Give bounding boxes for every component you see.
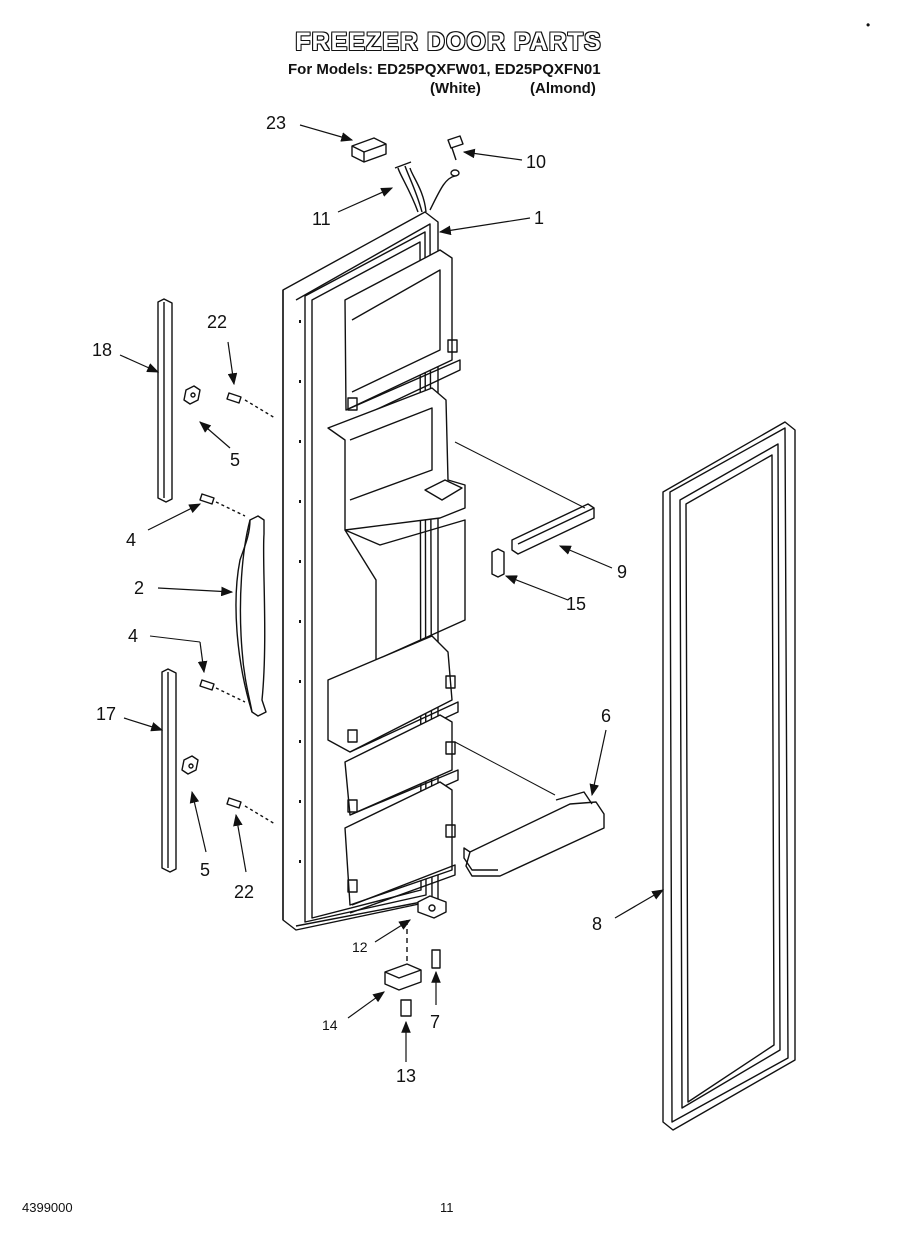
leader-arrows [119, 124, 665, 1062]
callout-4-lower: 4 [128, 626, 138, 646]
callout-15: 15 [566, 594, 586, 614]
callout-5-lower: 5 [200, 860, 210, 880]
screw-22-lower [226, 797, 276, 825]
bracket-15 [491, 548, 505, 578]
callout-5-upper: 5 [230, 450, 240, 470]
handle-2 [235, 515, 267, 717]
bin-6 [454, 741, 605, 877]
callout-12: 12 [352, 939, 368, 955]
hinge-block-14 [384, 963, 422, 991]
callout-8: 8 [592, 914, 602, 934]
callout-18: 18 [92, 340, 112, 360]
door-liner-shelves [327, 249, 466, 914]
color-white-label: (White) [430, 80, 481, 97]
callout-17: 17 [96, 704, 116, 724]
callout-6: 6 [601, 706, 611, 726]
screw-7 [431, 949, 441, 969]
callout-14: 14 [322, 1017, 338, 1033]
callout-1: 1 [534, 208, 544, 228]
callout-22-upper: 22 [207, 312, 227, 332]
clip-5-lower [181, 755, 199, 775]
callout-22-lower: 22 [234, 882, 254, 902]
callout-13: 13 [396, 1066, 416, 1086]
callout-2: 2 [134, 578, 144, 598]
callout-11: 11 [312, 209, 331, 229]
trim-strip-17 [161, 668, 177, 873]
callout-9: 9 [617, 562, 627, 582]
screw-22-upper [226, 392, 276, 419]
screw-4-upper [199, 493, 246, 517]
cap-23 [351, 137, 387, 163]
corner-mark: • [866, 18, 871, 32]
wire-harness [394, 161, 456, 213]
color-almond-label: (Almond) [530, 80, 596, 97]
shelf-9 [454, 441, 595, 555]
page-title: FREEZER DOOR PARTS [295, 28, 602, 56]
screw-4-lower [199, 679, 246, 703]
callout-23: 23 [266, 113, 286, 133]
callout-7: 7 [430, 1012, 440, 1032]
trim-strip-18 [157, 298, 173, 503]
callout-4-upper: 4 [126, 530, 136, 550]
callout-10: 10 [526, 152, 546, 172]
hinge-12 [406, 895, 447, 968]
callout-labels: 23 10 11 1 22 18 5 4 2 4 17 5 22 9 15 6 … [92, 113, 627, 1086]
clip-5-upper [183, 385, 201, 405]
doc-number: 4399000 [22, 1200, 73, 1215]
door-gasket-8 [662, 421, 796, 1131]
screw-13 [400, 999, 412, 1017]
models-line: For Models: ED25PQXFW01, ED25PQXFN01 [288, 61, 601, 78]
screw-10 [447, 135, 464, 177]
page-number: 11 [440, 1200, 454, 1215]
